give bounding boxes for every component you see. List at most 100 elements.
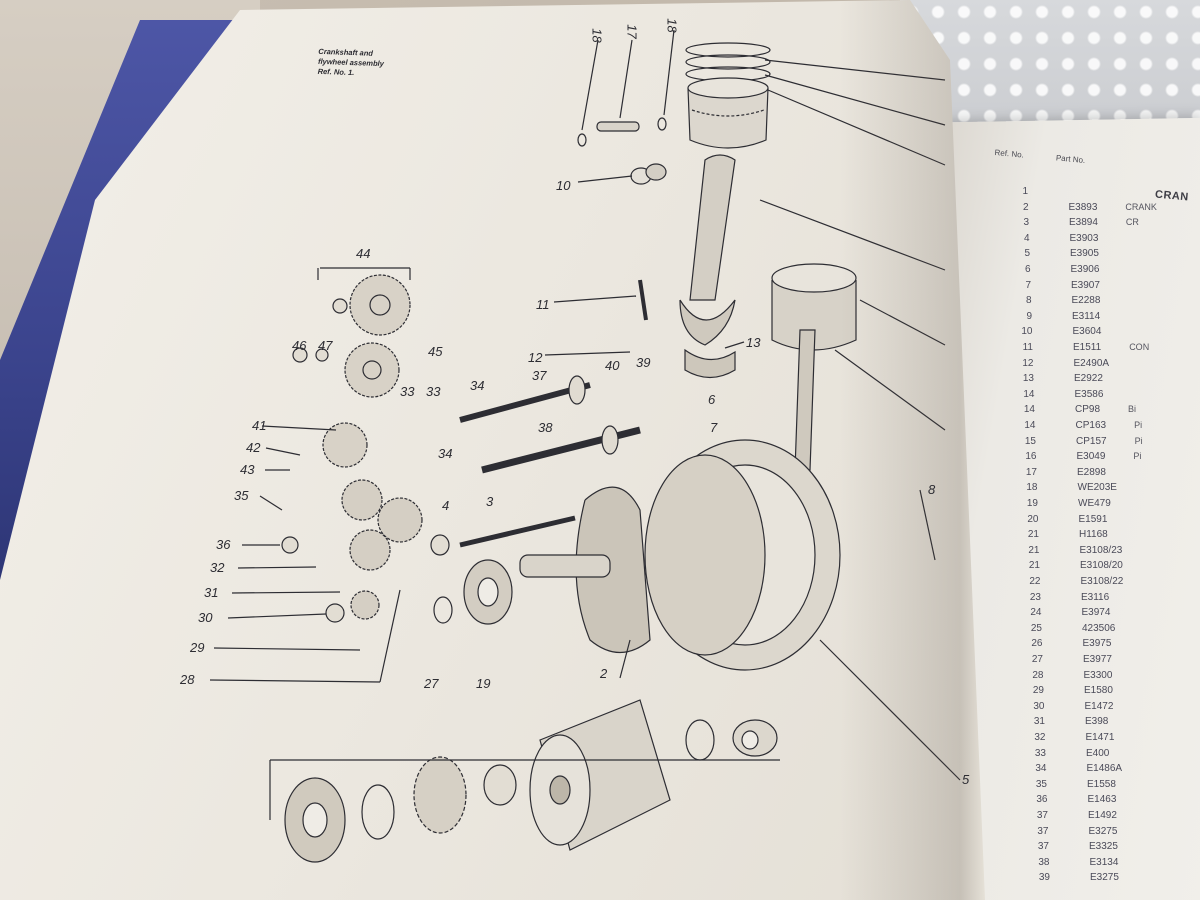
parts-list-row: 37 E3275: [1009, 826, 1146, 837]
row-ref-no: 32: [1034, 732, 1046, 743]
row-part-no: E3325: [1089, 841, 1118, 853]
parts-list-row: 33 E400: [1006, 748, 1137, 759]
callout-40: 40: [605, 358, 620, 373]
callout-13: 13: [746, 335, 761, 350]
callout-3: 3: [486, 494, 494, 509]
row-ref-no: 21: [1028, 560, 1040, 572]
row-part-no: E3300: [1083, 669, 1113, 681]
row-ref-no: 30: [1033, 700, 1045, 712]
row-ref-no: 10: [1021, 326, 1033, 338]
row-ref-no: 21: [1027, 529, 1039, 541]
callout-36: 36: [216, 537, 231, 552]
row-ref-no: 12: [1022, 357, 1034, 369]
row-ref-no: 19: [1026, 498, 1038, 509]
callout-17: 17: [624, 24, 640, 39]
row-part-no: E1558: [1087, 778, 1116, 790]
row-part-no: CP157: [1076, 435, 1107, 447]
row-ref-no: 29: [1032, 685, 1044, 697]
row-part-no: E3275: [1088, 825, 1118, 837]
row-ref-no: 34: [1035, 763, 1047, 775]
callout-37: 37: [532, 368, 547, 383]
row-part-no: E1463: [1087, 794, 1117, 806]
row-part-no: E1591: [1078, 513, 1108, 525]
row-ref-no: 8: [1025, 295, 1032, 307]
row-part-no: E400: [1086, 747, 1110, 759]
row-ref-no: 14: [1024, 420, 1036, 431]
callout-18-right: 18: [664, 18, 680, 33]
row-ref-no: 37: [1037, 841, 1049, 853]
row-part-no: E3907: [1071, 279, 1100, 291]
row-ref-no: 18: [1026, 482, 1038, 494]
row-part-no: E3894: [1069, 217, 1098, 229]
callout-39: 39: [636, 355, 651, 370]
parts-list-row: 30 E1472: [1005, 701, 1142, 712]
row-part-no: E1472: [1084, 700, 1114, 712]
row-part-no: E3108/20: [1080, 560, 1123, 572]
row-part-no: E3116: [1081, 591, 1110, 603]
row-ref-no: 28: [1032, 669, 1044, 681]
row-part-no: E2288: [1071, 295, 1101, 307]
row-part-no: E1492: [1088, 810, 1117, 821]
row-ref-no: 37: [1037, 825, 1049, 837]
row-ref-no: 15: [1024, 435, 1036, 447]
row-ref-no: 13: [1022, 373, 1034, 385]
row-part-no: E1580: [1084, 685, 1113, 697]
parts-list-row: 21 H1168: [999, 529, 1136, 540]
callout-33-right: 33: [426, 384, 441, 399]
row-part-no: E3893: [1068, 201, 1098, 213]
row-description: CON: [1129, 342, 1150, 352]
row-description: Pi: [1134, 435, 1143, 446]
row-part-no: E3134: [1089, 856, 1119, 868]
row-ref-no: 33: [1034, 747, 1046, 759]
callout-11: 11: [536, 297, 550, 312]
row-ref-no: 11: [1022, 342, 1033, 353]
row-ref-no: 6: [1024, 264, 1031, 275]
row-part-no: H1168: [1079, 529, 1108, 541]
row-description: Pi: [1133, 451, 1142, 462]
row-ref-no: 25: [1030, 622, 1042, 634]
callout-12: 12: [528, 350, 543, 365]
parts-list-row: 28 E3300: [1004, 670, 1141, 681]
row-part-no: E3975: [1082, 638, 1112, 650]
row-ref-no: 24: [1030, 607, 1042, 619]
row-part-no: E3108/22: [1080, 576, 1124, 587]
parts-list-row: 37 E3325: [1009, 841, 1146, 852]
row-ref-no: 14: [1023, 388, 1035, 400]
row-part-no: WE479: [1078, 498, 1111, 509]
row-part-no: E2922: [1074, 373, 1103, 385]
parts-list-row: 1: [988, 186, 1096, 197]
callout-8: 8: [928, 482, 936, 497]
parts-list-row: 13 E2922: [994, 373, 1131, 384]
callout-34-bottom: 34: [438, 446, 453, 461]
row-ref-no: 17: [1025, 466, 1037, 478]
row-ref-no: 4: [1023, 232, 1030, 244]
callout-5: 5: [962, 772, 970, 787]
callout-4: 4: [442, 498, 450, 513]
parts-list-row: 8 E2288: [992, 295, 1129, 306]
parts-list-row: 19 WE479: [998, 498, 1139, 509]
row-ref-no: 21: [1028, 544, 1040, 556]
callout-7: 7: [710, 420, 718, 435]
